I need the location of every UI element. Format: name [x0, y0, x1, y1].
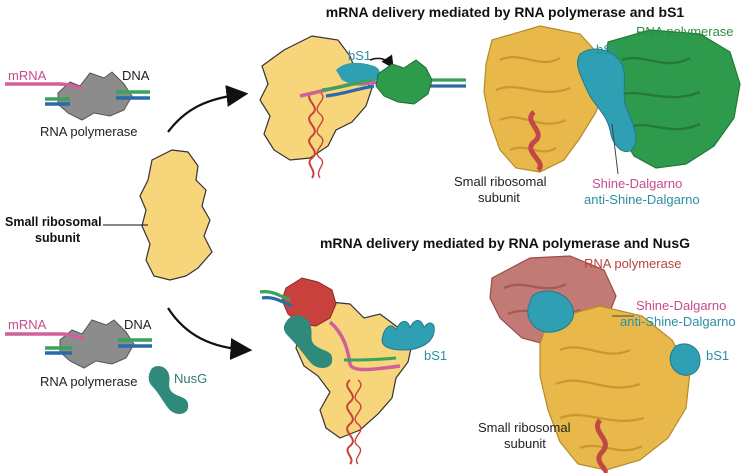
- dna-green-bottom-cartoon: [259, 290, 291, 302]
- arrow-bottom: [167, 307, 253, 361]
- bs1-motion-arrow: [369, 54, 394, 69]
- mrna-bottom-cartoon: [328, 320, 401, 372]
- subunit-label-line2: subunit: [35, 231, 81, 245]
- rrna-helix-bottom: [346, 379, 354, 465]
- dna-blue-top-left: [45, 96, 150, 106]
- ssu-label-top-line2: subunit: [478, 190, 520, 205]
- ssu-label-top-line1: Small ribosomal: [454, 174, 547, 189]
- rrna-helix-bottom-b: [354, 379, 362, 465]
- shine-label-top: Shine-Dalgarno: [592, 176, 682, 191]
- bs1-label-bottom-struct: bS1: [706, 348, 729, 363]
- dna-green-top-cartoon: [321, 78, 466, 92]
- title-top: mRNA delivery mediated by RNA polymerase…: [326, 4, 685, 20]
- dna-green-bottom-left: [45, 338, 152, 350]
- mrna-strand-top-left: [5, 82, 83, 90]
- dna-blue-bottom-left: [45, 344, 152, 355]
- rnap-label-bottom-struct: RNA polymerase: [584, 256, 682, 271]
- rnap-shape-bottom-left: [59, 319, 135, 369]
- dna-green-bottom-cartoon-2: [343, 356, 397, 362]
- arrow-top: [167, 85, 249, 133]
- nusg-shape-left: [148, 366, 189, 414]
- rrna-helix-top-b: [316, 91, 324, 179]
- ssu-label-bottom-line2: subunit: [504, 436, 546, 451]
- rrna-structure-bottom: [595, 418, 608, 473]
- rnap-label-bottom: RNA polymerase: [40, 374, 138, 389]
- bottom-structure-group: RNA polymerase Shine-Dalgarno anti-Shine…: [478, 255, 736, 473]
- bs1-cartoon-bottom: [381, 320, 435, 351]
- dna-green-top-left: [45, 90, 150, 101]
- dna-blue-bottom-cartoon: [261, 296, 293, 308]
- sd-leader-line-top: [611, 123, 619, 175]
- ssu-label-bottom-line1: Small ribosomal: [478, 420, 571, 435]
- bs1-structure-bottom-a: [527, 290, 574, 333]
- mrna-strand-bottom-left: [5, 332, 85, 340]
- mrna-label-top: mRNA: [8, 68, 47, 83]
- bs1-structure-bottom-b: [669, 343, 701, 376]
- ssu-structure-bottom-texture: [555, 346, 645, 452]
- nusg-cartoon-bottom: [283, 315, 333, 368]
- small-subunit-shape-left: [139, 149, 213, 281]
- rnap-green-cartoon-top: [375, 59, 433, 105]
- dna-label-top: DNA: [122, 68, 150, 83]
- bottom-cartoon-group: bS1: [259, 277, 447, 465]
- rnap-label-top-struct: RNA polymerase: [636, 24, 734, 39]
- left-top-polymerase-group: mRNA DNA RNA polymerase: [5, 68, 150, 139]
- bs1-label-top-struct: bS1: [596, 42, 619, 57]
- title-bottom: mRNA delivery mediated by RNA polymerase…: [320, 235, 690, 251]
- top-structure-group: bS1 RNA polymerase Shine-Dalgarno anti-S…: [454, 24, 741, 207]
- rrna-helix-top: [308, 91, 316, 179]
- nusg-label: NusG: [174, 371, 207, 386]
- left-bottom-polymerase-group: mRNA DNA RNA polymerase NusG: [5, 317, 207, 414]
- left-subunit-group: Small ribosomal subunit: [5, 149, 213, 281]
- mrna-label-bottom: mRNA: [8, 317, 47, 332]
- shine-label-bottom: Shine-Dalgarno: [636, 298, 726, 313]
- bs1-structure-top: [577, 48, 637, 152]
- rnap-label-top: RNA polymerase: [40, 124, 138, 139]
- dna-blue-top-cartoon: [325, 84, 466, 98]
- top-cartoon-group: bS1: [259, 35, 466, 179]
- rnap-shape-top-left: [57, 71, 133, 121]
- antishine-label-bottom: anti-Shine-Dalgarno: [620, 314, 736, 329]
- bs1-label-top-cartoon: bS1: [348, 48, 371, 63]
- ssu-structure-top: [483, 25, 607, 173]
- ssu-structure-top-texture: [495, 56, 571, 153]
- bs1-label-bottom-cartoon: bS1: [424, 348, 447, 363]
- subunit-label-line1: Small ribosomal: [5, 215, 102, 229]
- rrna-structure-top: [528, 110, 543, 172]
- rnap-red-cartoon-bottom: [281, 277, 337, 327]
- dna-label-bottom: DNA: [124, 317, 152, 332]
- antishine-label-top: anti-Shine-Dalgarno: [584, 192, 700, 207]
